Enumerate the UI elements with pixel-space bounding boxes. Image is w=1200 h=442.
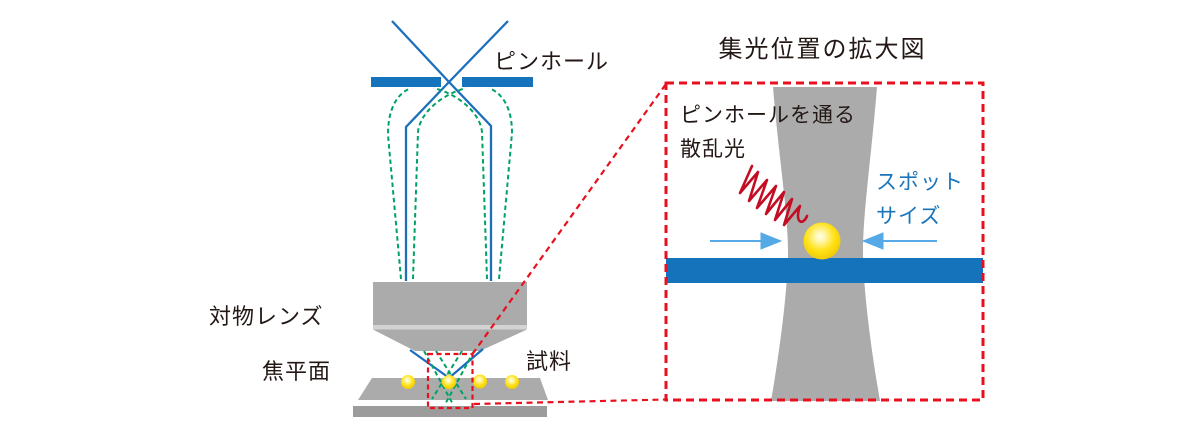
focused-ray-right <box>404 20 509 281</box>
pinhole-label: ピンホール <box>494 49 610 74</box>
sample-label: 試料 <box>526 349 573 374</box>
defocus-ray-3 <box>435 350 467 400</box>
defocus-ray-2 <box>445 350 475 403</box>
pinhole-plate-right <box>462 77 533 87</box>
zoom-region-box <box>426 352 474 410</box>
scattered-ray-inner-left <box>412 87 467 280</box>
focus-ray-right <box>448 348 484 379</box>
spot-size-label-line2: サイズ <box>876 205 942 228</box>
objective-lens-highlight <box>373 325 527 330</box>
focal-plane-label: 焦平面 <box>262 359 332 384</box>
scattered-ray-inner-right <box>433 87 488 280</box>
sample-particle-2 <box>442 375 456 389</box>
defocus-ray-4 <box>431 350 463 400</box>
objective-lens-cone <box>373 329 527 351</box>
sample-stage-base <box>353 406 547 417</box>
zoom-connector-bottom <box>473 398 667 406</box>
objective-lens-body <box>373 282 527 325</box>
sample-particle-4 <box>505 375 519 389</box>
focus-ray-left <box>409 349 450 379</box>
magnified-view-title: 集光位置の拡大図 <box>718 36 927 63</box>
focused-particle <box>803 222 841 260</box>
scattered-light-label-line2: 散乱光 <box>680 138 746 161</box>
scattered-ray-outer-right <box>488 87 514 280</box>
spot-size-label: スポット サイズ <box>876 166 964 234</box>
scattered-light-label-line1: ピンホールを通る <box>680 104 856 127</box>
pinhole-plate-left <box>371 77 441 87</box>
zoom-connector-top <box>471 83 667 355</box>
sample-particle-1 <box>401 375 415 389</box>
focal-plane-bar <box>666 258 983 283</box>
objective-lens-label: 対物レンズ <box>209 304 324 329</box>
scattered-ray-outer-left <box>386 87 412 280</box>
focused-ray-left <box>391 20 493 281</box>
objective-lens <box>373 282 527 351</box>
spot-size-label-line1: スポット <box>876 171 964 194</box>
scattered-light-label: ピンホールを通る 散乱光 <box>680 99 856 167</box>
sample-particle-3 <box>473 374 487 389</box>
magnified-view-border <box>664 81 985 402</box>
scattered-light-coil-icon <box>738 164 809 227</box>
